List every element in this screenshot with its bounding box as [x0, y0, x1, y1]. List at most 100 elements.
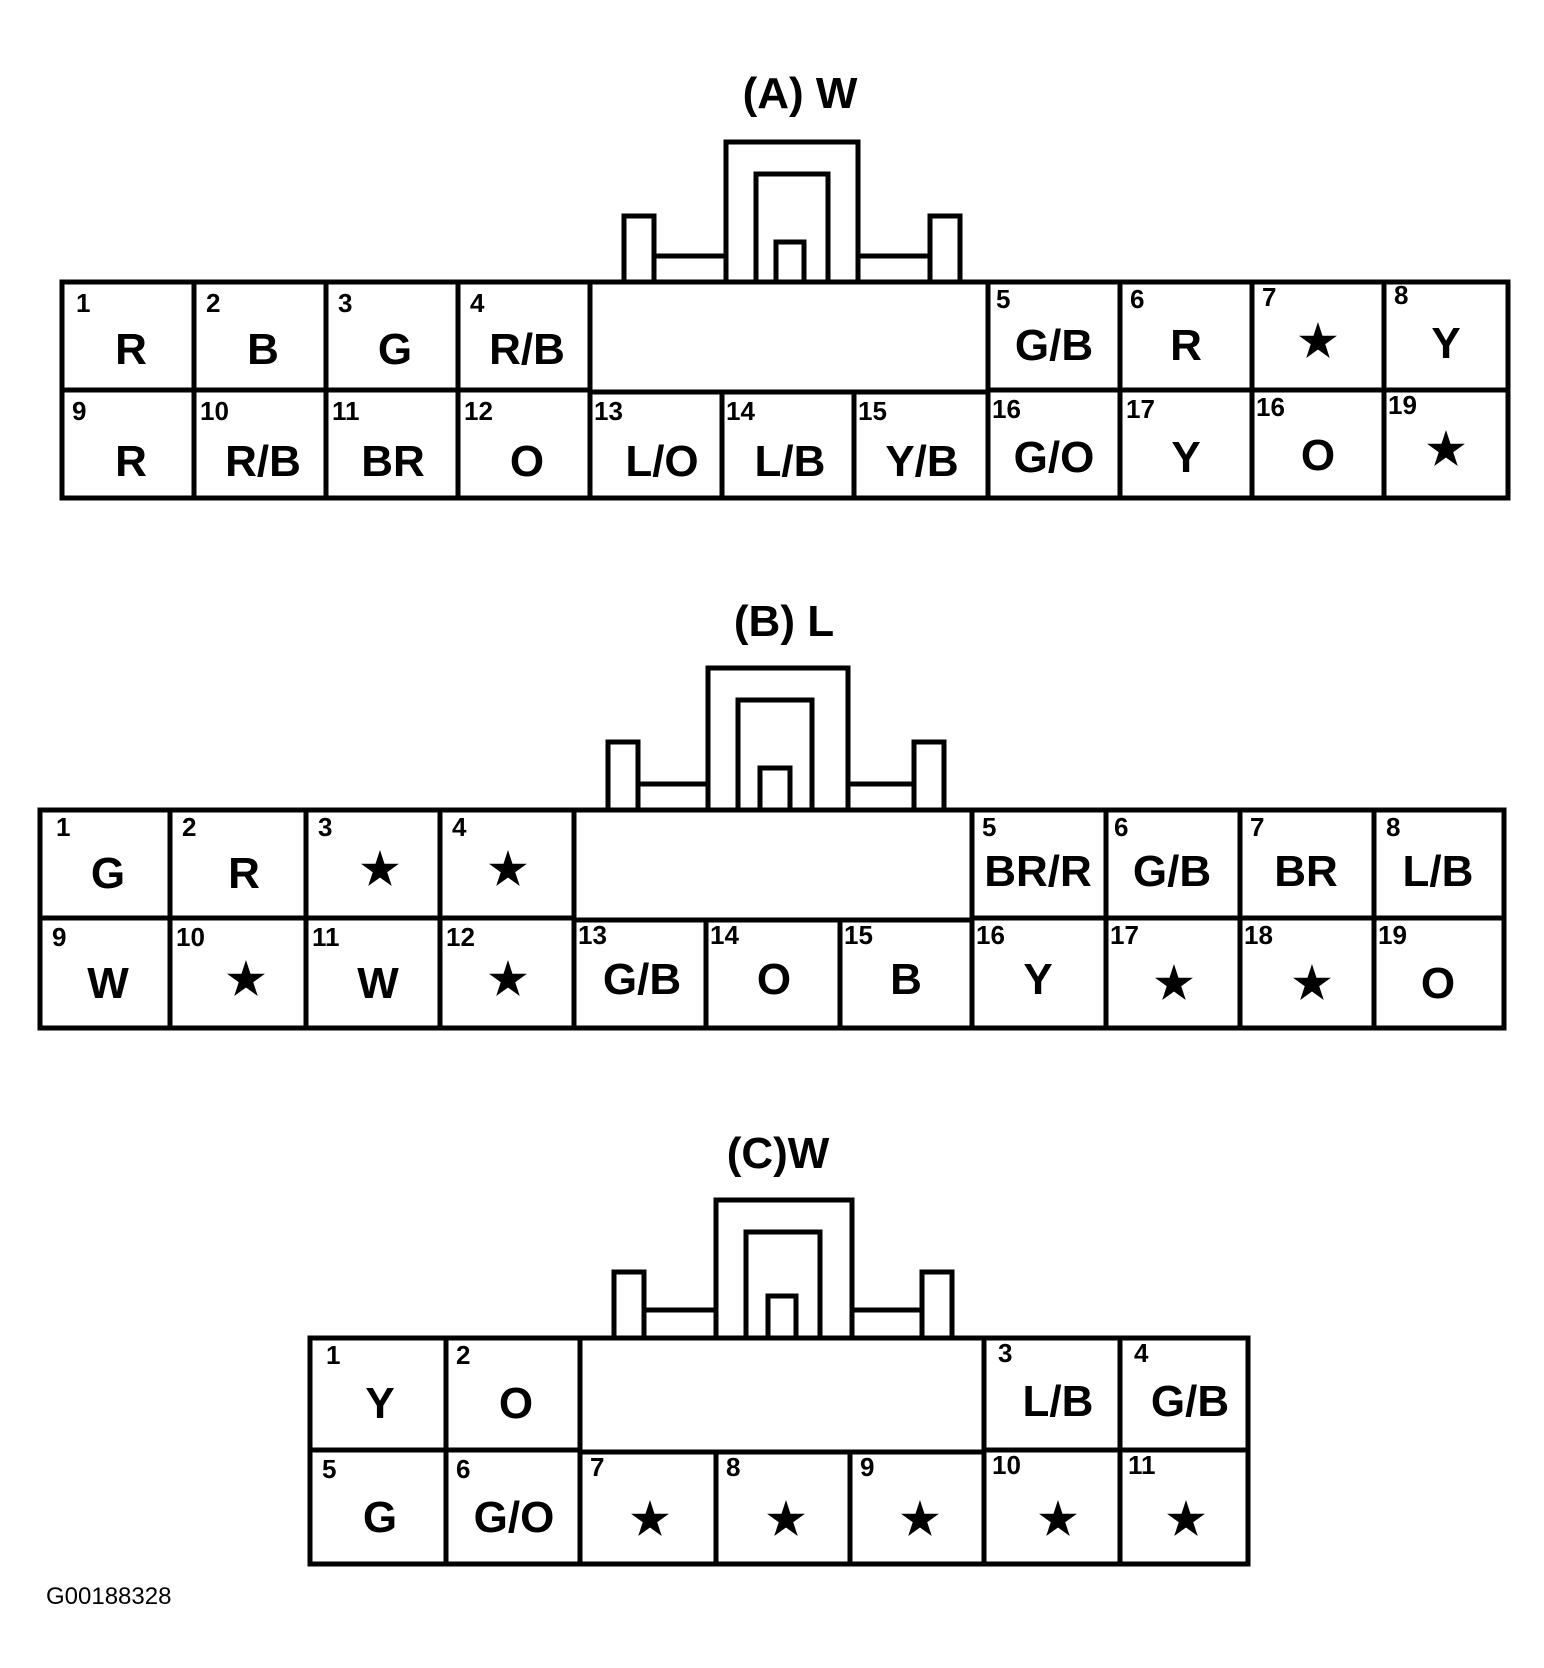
pin-wire-color: B: [890, 955, 922, 1004]
pin-wire-color: Y/B: [885, 437, 958, 486]
pin-cell: 8Y: [1394, 280, 1461, 368]
connector-b-title: (B) L: [734, 597, 834, 646]
pin-cell: 5BR/R: [982, 812, 1092, 896]
pin-number: 16: [992, 394, 1021, 424]
pin-number: 11: [332, 396, 360, 426]
pin-cell: 5G: [322, 1454, 397, 1542]
pin-wire-color: ★: [1166, 1495, 1205, 1544]
connector-b-latch: [605, 665, 947, 813]
pin-number: 4: [1134, 1338, 1149, 1368]
pin-wire-color: ★: [1038, 1495, 1077, 1544]
pin-cell: 7BR: [1250, 812, 1338, 896]
pin-cell: 2O: [456, 1340, 533, 1428]
pin-cell: 2B: [206, 288, 279, 374]
pin-number: 5: [996, 284, 1010, 314]
pin-number: 3: [998, 1338, 1012, 1368]
pin-number: 17: [1110, 920, 1139, 950]
pin-wire-color: ★: [360, 845, 399, 894]
pin-number: 4: [470, 288, 485, 318]
pin-wire-color: ★: [630, 1495, 669, 1544]
pin-wire-color: R: [115, 325, 147, 374]
pin-number: 2: [206, 288, 220, 318]
pin-number: 7: [1250, 812, 1264, 842]
pin-wire-color: R: [228, 849, 260, 898]
pin-wire-color: ★: [1298, 317, 1337, 366]
pin-number: 8: [726, 1452, 740, 1482]
connector-c-grid: [310, 1338, 1248, 1564]
pin-cell: 10★: [176, 922, 266, 1004]
pin-number: 6: [456, 1454, 470, 1484]
pin-number: 19: [1388, 390, 1417, 420]
pin-wire-color: R: [115, 437, 147, 486]
pin-cell: 6G/B: [1114, 812, 1211, 896]
connector-c-title: (C)W: [727, 1129, 830, 1178]
pin-wire-color: BR: [1274, 847, 1338, 896]
pin-cell: 1R: [76, 288, 147, 374]
pin-number: 9: [72, 396, 86, 426]
pin-number: 11: [312, 922, 340, 952]
pin-cell: 16Y: [976, 920, 1053, 1004]
pin-wire-color: Y: [1431, 319, 1460, 368]
connector-c: (C)W 1Y 2O 3L/B 4G/B 5G 6G/O: [307, 1129, 1251, 1567]
pin-cell: 17 ★: [1110, 920, 1194, 1008]
connector-a-title: (A) W: [743, 69, 858, 118]
pin-cell: 14L/B: [726, 396, 825, 486]
pin-number: 1: [76, 288, 90, 318]
pin-wire-color: G: [91, 849, 125, 898]
pin-number: 7: [590, 1452, 604, 1482]
pin-wire-color: Y: [365, 1379, 394, 1428]
pin-number: 1: [56, 812, 70, 842]
pin-wire-color: G/B: [1015, 321, 1093, 370]
figure-id: G00188328: [46, 1583, 171, 1610]
pin-cell: 8L/B: [1386, 812, 1473, 896]
pin-wire-color: L/B: [1023, 1377, 1094, 1426]
pin-number: 19: [1378, 920, 1407, 950]
pin-wire-color: G/B: [603, 955, 681, 1004]
connector-b: (B) L 1G 2R 3★: [37, 597, 1507, 1031]
pin-cell: 3★: [318, 812, 400, 894]
pin-number: 6: [1130, 284, 1144, 314]
pin-cell: 13L/O: [594, 396, 699, 486]
pin-wire-color: ★: [766, 1495, 805, 1544]
connector-b-grid: [40, 810, 1504, 1028]
connector-a-latch: [621, 139, 963, 285]
pin-cell: 12★: [446, 922, 528, 1004]
pin-number: 18: [1244, 920, 1273, 950]
pin-cell: 11W: [312, 922, 399, 1008]
pin-cell: 9R: [72, 396, 147, 486]
pin-wire-color: O: [1301, 431, 1335, 480]
pin-number: 8: [1394, 280, 1408, 310]
pin-number: 16: [1256, 392, 1285, 422]
pin-number: 17: [1126, 394, 1155, 424]
pin-number: 4: [452, 812, 467, 842]
connector-a-grid: [62, 282, 1508, 498]
pin-wire-color: ★: [1292, 959, 1331, 1008]
pin-cell: 8★: [726, 1452, 806, 1544]
pin-number: 13: [594, 396, 623, 426]
pin-number: 2: [182, 812, 196, 842]
pin-wire-color: G/B: [1133, 847, 1211, 896]
pin-wire-color: G/O: [474, 1493, 555, 1542]
pin-cell: 13G/B: [578, 920, 681, 1004]
pin-wire-color: BR/R: [984, 847, 1092, 896]
pin-wire-color: ★: [1154, 959, 1193, 1008]
pin-cell: 9★: [860, 1452, 940, 1544]
pin-wire-color: L/B: [755, 437, 826, 486]
pin-cell: 15Y/B: [858, 396, 959, 486]
pin-cell: 14O: [710, 920, 791, 1004]
pin-cell: 10R/B: [200, 396, 301, 486]
pin-number: 14: [726, 396, 755, 426]
pin-wire-color: W: [357, 959, 399, 1008]
pin-cell: 16G/O: [992, 394, 1094, 482]
pin-cell: 7★: [1262, 282, 1338, 366]
pin-number: 2: [456, 1340, 470, 1370]
pin-number: 10: [992, 1450, 1021, 1480]
pin-cell: 12O: [464, 396, 544, 486]
pin-wire-color: Y: [1023, 955, 1052, 1004]
pin-wire-color: W: [87, 959, 129, 1008]
pin-number: 5: [322, 1454, 336, 1484]
pin-cell: 1G: [56, 812, 125, 898]
pin-number: 5: [982, 812, 996, 842]
pin-cell: 9W: [52, 922, 129, 1008]
